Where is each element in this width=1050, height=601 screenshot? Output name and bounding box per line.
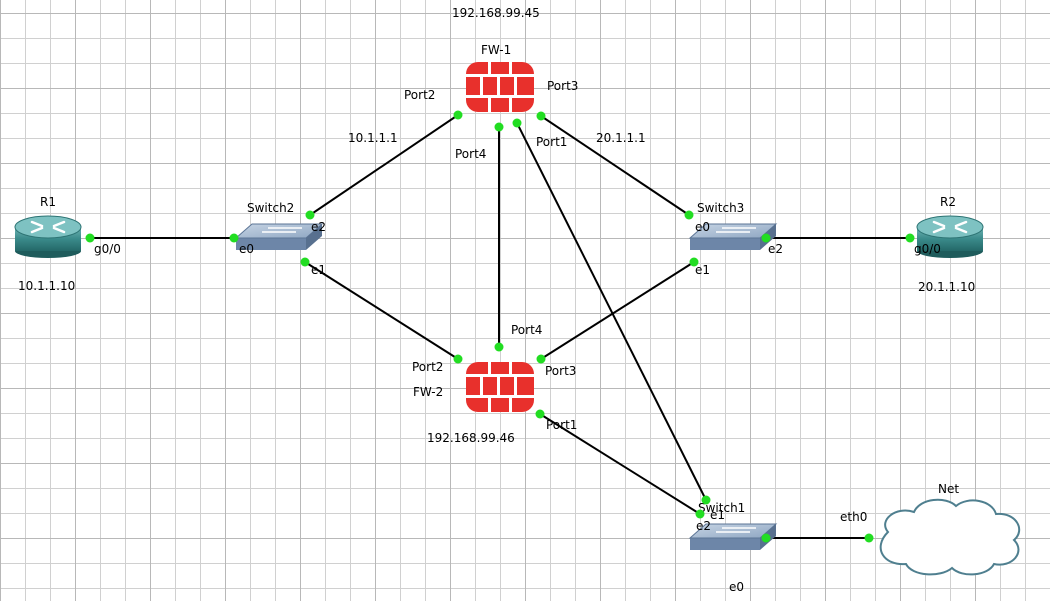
router-r2-ip: 20.1.1.10 [918, 280, 975, 294]
port-dot[interactable] [536, 111, 546, 121]
port-dot[interactable] [684, 210, 694, 220]
switch2-e0-label: e0 [239, 242, 254, 256]
link-fw2-switch1[interactable] [539, 413, 701, 515]
switch1-e0-label: e0 [729, 580, 744, 594]
link-fw1-switch3[interactable] [540, 115, 690, 216]
switch1-e1-label: e1 [710, 508, 725, 522]
switch-icon [234, 223, 324, 250]
router-icon [14, 215, 82, 258]
link-switch2-fw1[interactable] [309, 114, 459, 216]
port-dot[interactable] [512, 118, 522, 128]
port-dots [85, 110, 915, 543]
fw1-port4-label: Port4 [455, 147, 486, 161]
switch1-name: Switch1 [698, 501, 745, 515]
switch-switch2[interactable]: Switch2 [234, 201, 324, 250]
switch2-e2-label: e2 [311, 220, 326, 234]
firewall-icon [466, 62, 534, 112]
router-r2-name: R2 [940, 195, 956, 209]
switch2-e1-label: e1 [311, 263, 326, 277]
fw2-port1-label: Port1 [546, 418, 577, 432]
fw1-port2-label: Port2 [404, 88, 435, 102]
r2-iface-label: g0/0 [914, 242, 941, 256]
router-icon [916, 215, 984, 258]
switch-switch3[interactable]: Switch3 [688, 201, 778, 250]
fw2-mgmt-ip: 192.168.99.46 [427, 431, 515, 445]
port-dot[interactable] [689, 257, 699, 267]
interface-labels: g0/0 e0 e2 e1 10.1.1.1 Port2 Port4 Port1… [94, 79, 941, 594]
switch1-e2-label: e2 [696, 519, 711, 533]
switch3-e1-label: e1 [695, 263, 710, 277]
fw1-port2-subnet: 10.1.1.1 [348, 131, 398, 145]
fw1-name: FW-1 [481, 43, 511, 57]
switch3-e0-label: e0 [695, 220, 710, 234]
switch2-name: Switch2 [247, 201, 294, 215]
port-dot[interactable] [695, 509, 705, 519]
cloud-icon [879, 498, 1021, 576]
switch-icon [688, 223, 778, 250]
port-dot[interactable] [701, 495, 711, 505]
port-dot[interactable] [494, 342, 504, 352]
port-dot[interactable] [905, 233, 915, 243]
port-dot[interactable] [761, 233, 771, 243]
router-r1-name: R1 [40, 195, 56, 209]
firewall-icon [466, 362, 534, 412]
net-iface-label: eth0 [840, 510, 867, 524]
fw2-port2-label: Port2 [412, 360, 443, 374]
fw1-mgmt-ip: 192.168.99.45 [452, 6, 540, 20]
links [90, 114, 910, 539]
port-dot[interactable] [300, 257, 310, 267]
fw2-port3-label: Port3 [545, 364, 576, 378]
firewall-fw1[interactable]: FW-1 192.168.99.45 [452, 6, 540, 112]
port-dot[interactable] [85, 233, 95, 243]
router-r1-ip: 10.1.1.10 [18, 279, 75, 293]
port-dot[interactable] [229, 233, 239, 243]
fw1-port1-label: Port1 [536, 135, 567, 149]
port-dot[interactable] [535, 409, 545, 419]
link-switch2-fw2[interactable] [304, 261, 459, 360]
fw1-port3-subnet: 20.1.1.1 [596, 131, 646, 145]
port-dot[interactable] [453, 110, 463, 120]
port-dot[interactable] [761, 533, 771, 543]
port-dot[interactable] [453, 354, 463, 364]
fw2-port4-label: Port4 [511, 323, 542, 337]
fw1-port3-label: Port3 [547, 79, 578, 93]
net-name: Net [938, 482, 959, 496]
firewall-fw2[interactable]: FW-2 192.168.99.46 [413, 362, 534, 445]
router-r1[interactable]: R1 10.1.1.10 [14, 195, 82, 293]
cloud-net[interactable]: Net [879, 482, 1021, 576]
switch3-name: Switch3 [697, 201, 744, 215]
switch3-e2-label: e2 [768, 242, 783, 256]
link-fw1-switch1[interactable] [516, 122, 707, 501]
r1-iface-label: g0/0 [94, 242, 121, 256]
port-dot[interactable] [494, 122, 504, 132]
router-r2[interactable]: R2 20.1.1.10 [916, 195, 984, 294]
fw2-name: FW-2 [413, 385, 443, 399]
port-dot[interactable] [305, 210, 315, 220]
link-fw2-switch3[interactable] [540, 261, 695, 360]
port-dot[interactable] [536, 354, 546, 364]
port-dot[interactable] [864, 533, 874, 543]
